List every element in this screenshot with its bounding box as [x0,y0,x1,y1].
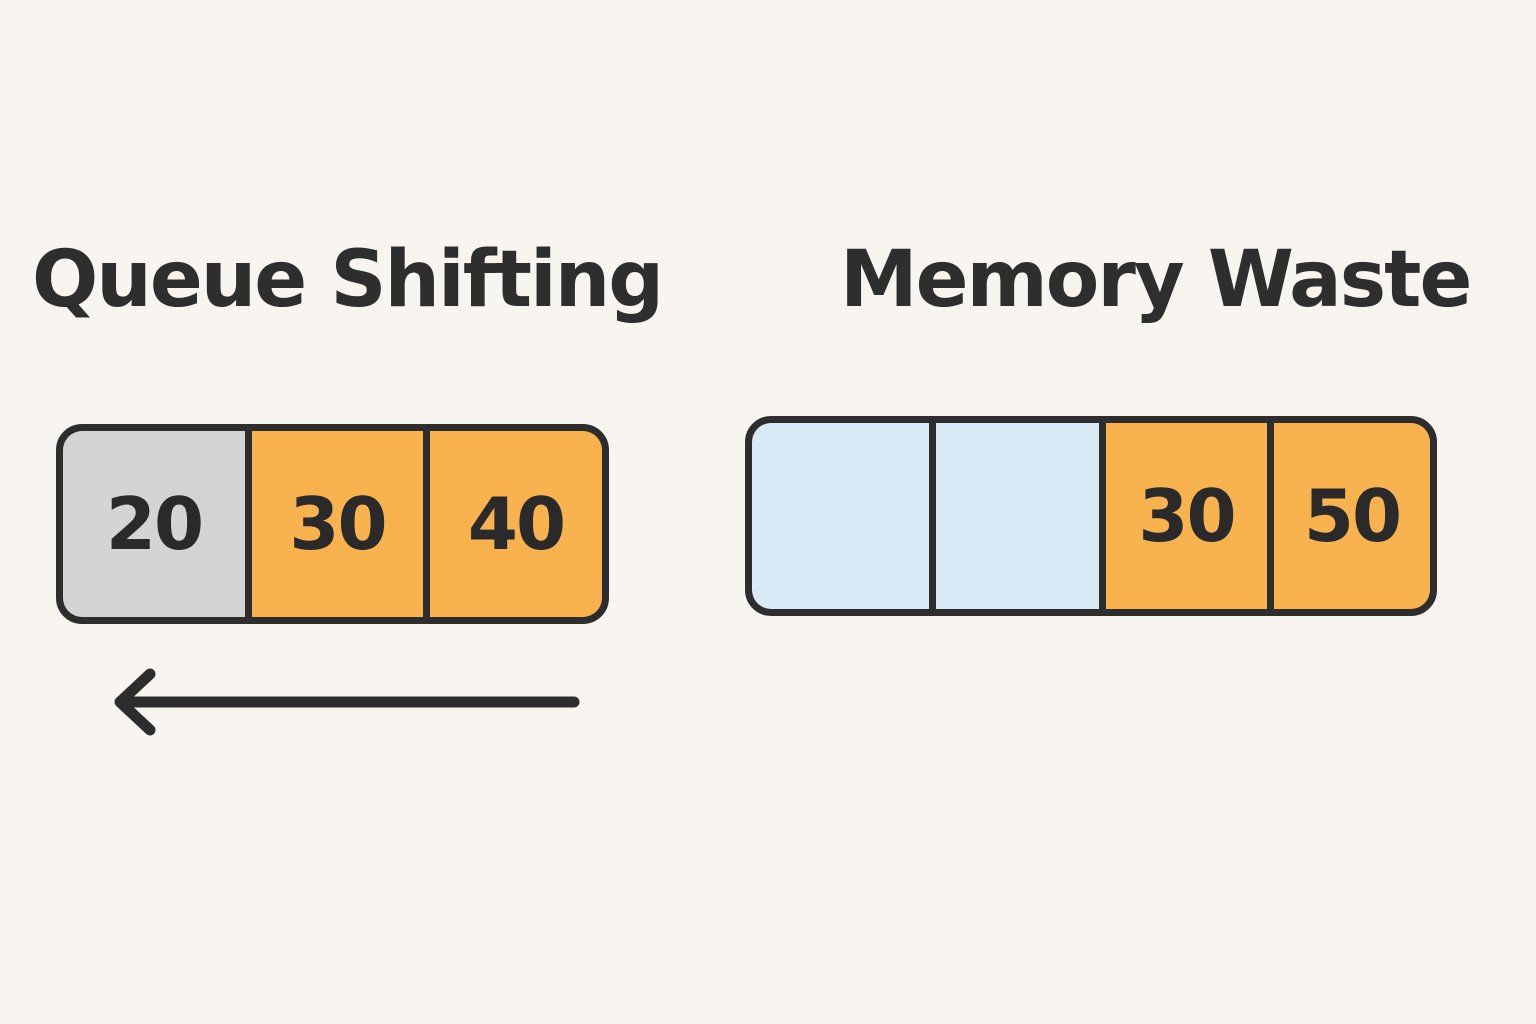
array-cell-empty [929,423,1099,609]
queue-shifting-array: 20 30 40 [56,424,609,624]
arrow-left-icon [114,668,580,736]
memory-waste-title: Memory Waste [840,235,1472,325]
array-cell-occupied: 40 [423,431,602,617]
memory-waste-array: 30 50 [745,416,1437,616]
array-cell-occupied: 50 [1267,423,1430,609]
array-cell-occupied: 30 [1099,423,1267,609]
array-cell-dequeued: 20 [63,431,245,617]
queue-shifting-title: Queue Shifting [32,235,664,325]
array-cell-empty [752,423,929,609]
array-cell-occupied: 30 [245,431,423,617]
arrow-head [114,668,156,736]
